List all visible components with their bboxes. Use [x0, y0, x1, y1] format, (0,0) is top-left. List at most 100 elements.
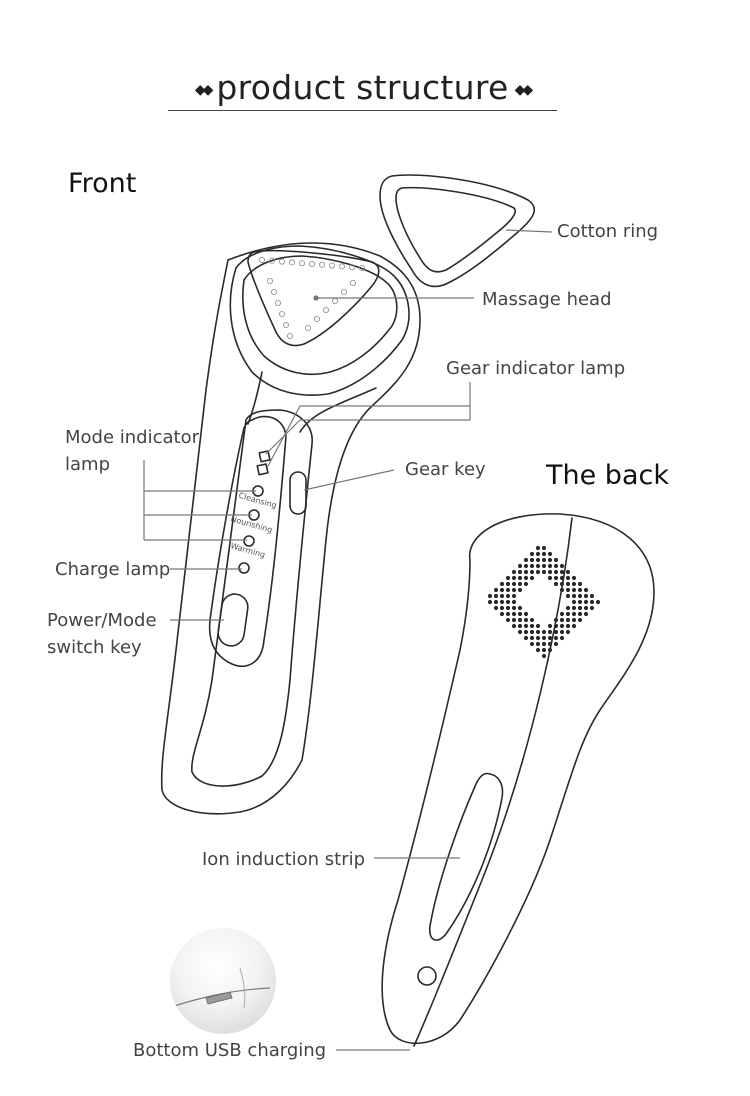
pattern-dot	[541, 647, 547, 653]
pattern-dot	[505, 605, 511, 611]
pattern-dot	[523, 617, 529, 623]
usb-port-bump	[417, 966, 437, 986]
label-mode-indicator-line1: Mode indicator	[65, 427, 199, 448]
pattern-dot	[499, 599, 505, 605]
pattern-dot	[571, 605, 577, 611]
pattern-dot	[517, 575, 523, 581]
led-dot	[313, 315, 320, 322]
pattern-dot	[559, 635, 565, 641]
led-dot	[348, 264, 355, 271]
diamond-ornament-right: ◆◆	[514, 81, 533, 98]
pattern-dot	[511, 581, 517, 587]
pattern-dot	[577, 587, 583, 593]
pattern-dot	[511, 593, 517, 599]
title-underline	[168, 110, 557, 111]
pattern-dot	[505, 617, 511, 623]
pattern-dot	[541, 551, 547, 557]
pattern-dot	[553, 623, 559, 629]
led-dot	[308, 260, 315, 267]
pattern-dot	[547, 563, 553, 569]
pattern-dot	[577, 599, 583, 605]
pattern-dot	[547, 569, 553, 575]
back-dot-pattern	[487, 545, 601, 659]
pattern-dot	[547, 647, 553, 653]
pattern-dot	[553, 563, 559, 569]
pattern-dot	[487, 599, 493, 605]
section-front: Front	[68, 168, 137, 199]
pattern-dot	[547, 641, 553, 647]
pattern-dot	[541, 569, 547, 575]
pattern-dot	[589, 605, 595, 611]
pattern-dot	[547, 629, 553, 635]
front-head-collar-inner	[242, 255, 398, 376]
led-dot	[286, 332, 293, 339]
led-dot	[358, 264, 365, 271]
pattern-dot	[541, 557, 547, 563]
pattern-dot	[559, 617, 565, 623]
pattern-dot	[493, 587, 499, 593]
pattern-dot	[517, 629, 523, 635]
pattern-dot	[571, 623, 577, 629]
pattern-dot	[517, 587, 523, 593]
page-title-text: product structure	[216, 68, 509, 107]
pattern-dot	[535, 623, 541, 629]
diamond-ornament-left: ◆◆	[194, 81, 213, 98]
pattern-dot	[523, 635, 529, 641]
pattern-dot	[529, 617, 535, 623]
pattern-dot	[577, 617, 583, 623]
pattern-dot	[505, 581, 511, 587]
pattern-dot	[499, 611, 505, 617]
label-mode-indicator-lamp: Mode indicator lamp	[65, 424, 199, 478]
pattern-dot	[559, 581, 565, 587]
led-dot	[331, 297, 338, 304]
pattern-dot	[529, 569, 535, 575]
pattern-dot	[565, 569, 571, 575]
pattern-dot	[505, 599, 511, 605]
pattern-dot	[583, 599, 589, 605]
led-dot	[278, 258, 285, 265]
led-dot	[304, 324, 311, 331]
pattern-dot	[553, 617, 559, 623]
pattern-dot	[553, 581, 559, 587]
pattern-dot	[553, 575, 559, 581]
pattern-dot	[535, 551, 541, 557]
pattern-dot	[565, 605, 571, 611]
pattern-dot	[523, 575, 529, 581]
gear-indicator-2	[256, 463, 269, 476]
pattern-dot	[529, 641, 535, 647]
pattern-dot	[529, 635, 535, 641]
pattern-dot	[523, 569, 529, 575]
pattern-dot	[505, 611, 511, 617]
led-dot	[258, 256, 265, 263]
pattern-dot	[559, 563, 565, 569]
label-ion-induction-strip: Ion induction strip	[202, 849, 366, 870]
pattern-dot	[517, 581, 523, 587]
cotton-ring-inner	[395, 186, 516, 273]
leader-mode-indicator	[143, 460, 256, 541]
pattern-dot	[547, 551, 553, 557]
pattern-dot	[517, 569, 523, 575]
pattern-dot	[511, 599, 517, 605]
pattern-dot	[499, 581, 505, 587]
pattern-dot	[511, 611, 517, 617]
pattern-dot	[523, 581, 529, 587]
section-back: The back	[546, 460, 669, 491]
pattern-dot	[577, 593, 583, 599]
pattern-dot	[529, 557, 535, 563]
pattern-dot	[559, 587, 565, 593]
pattern-dot	[583, 611, 589, 617]
label-gear-key: Gear key	[405, 459, 486, 480]
pattern-dot	[577, 581, 583, 587]
led-dot	[266, 277, 273, 284]
pattern-dot	[559, 623, 565, 629]
pattern-dot	[535, 557, 541, 563]
led-dot	[349, 279, 356, 286]
massage-head-led-dots	[258, 256, 365, 339]
pattern-dot	[493, 605, 499, 611]
pattern-dot	[571, 587, 577, 593]
led-dot	[278, 310, 285, 317]
pattern-dot	[511, 623, 517, 629]
page-title: ◆◆product structure◆◆	[170, 68, 555, 107]
pattern-dot	[523, 611, 529, 617]
